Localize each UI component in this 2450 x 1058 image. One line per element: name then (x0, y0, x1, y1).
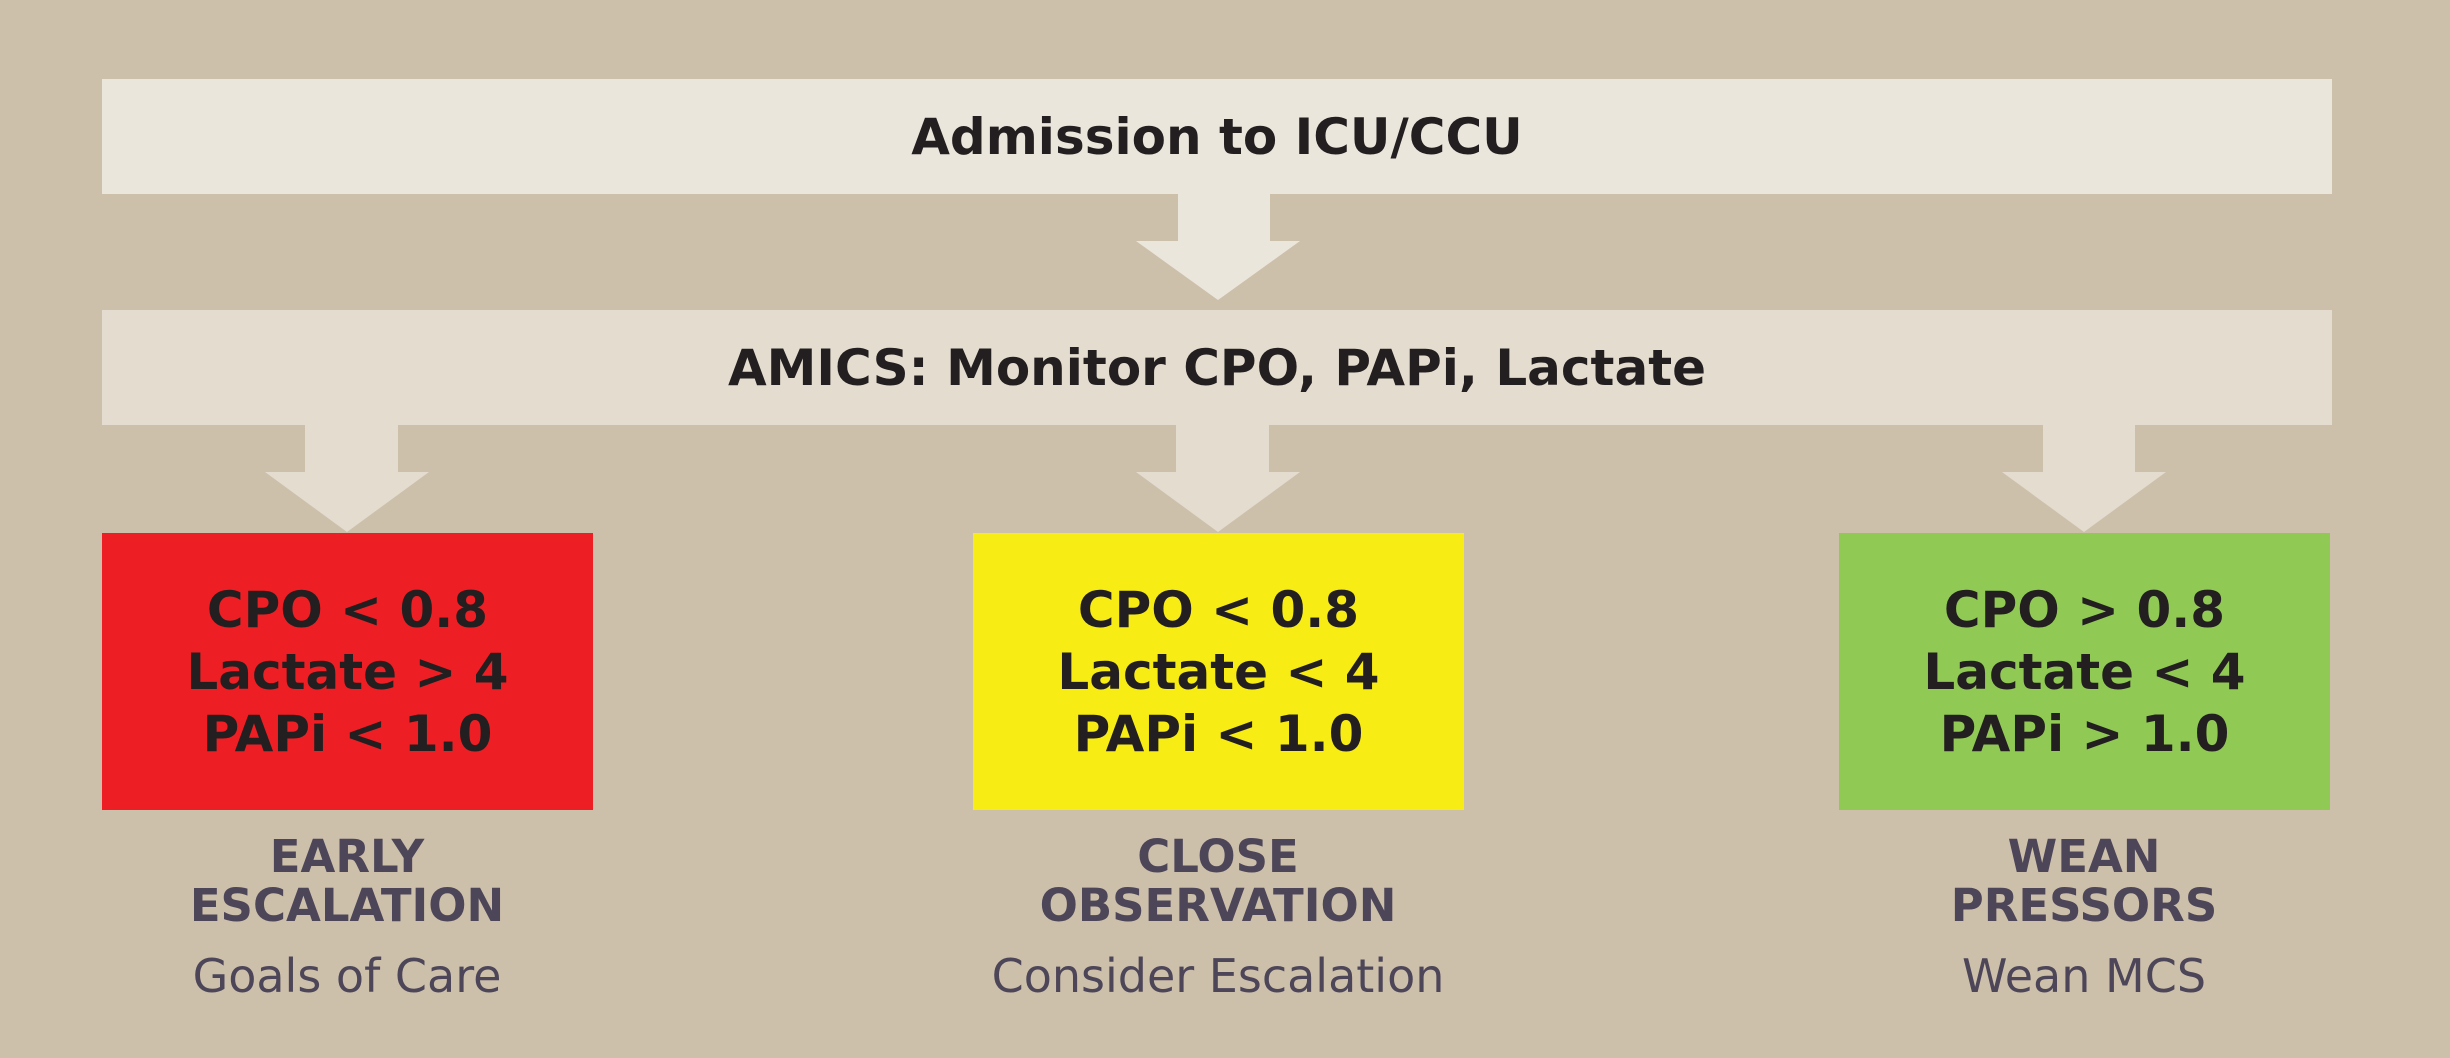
action-heading-line-1: WEAN (2007, 830, 2161, 883)
arrow-admission-to-monitor (1136, 194, 1300, 300)
action-heading-line-1: EARLY (269, 830, 425, 883)
admission-step: Admission to ICU/CCU (102, 79, 2332, 194)
wean-pressors-criteria-box: CPO > 0.8 Lactate < 4 PAPi > 1.0 (1839, 533, 2330, 810)
action-detail: Goals of Care (192, 949, 502, 1003)
arrow-monitor-to-early-escalation (265, 425, 429, 532)
action-detail: Consider Escalation (991, 949, 1445, 1003)
action-heading-line-2: ESCALATION (189, 879, 505, 932)
criterion-papi: PAPi > 1.0 (1939, 704, 2230, 763)
early-escalation-caption: EARLY ESCALATION Goals of Care (47, 832, 647, 1002)
criterion-papi: PAPi < 1.0 (1073, 704, 1364, 763)
action-heading-line-2: PRESSORS (1950, 879, 2218, 932)
criterion-lactate: Lactate < 4 (1923, 642, 2246, 701)
wean-pressors-caption: WEAN PRESSORS Wean MCS (1784, 832, 2384, 1002)
close-observation-criteria-box: CPO < 0.8 Lactate < 4 PAPi < 1.0 (973, 533, 1464, 810)
monitor-label: AMICS: Monitor CPO, PAPi, Lactate (727, 338, 1707, 397)
close-observation-caption: CLOSE OBSERVATION Consider Escalation (918, 832, 1518, 1002)
arrow-monitor-to-close-observation (1136, 425, 1300, 532)
criterion-lactate: Lactate > 4 (186, 642, 509, 701)
criterion-cpo: CPO > 0.8 (1943, 580, 2226, 639)
criterion-papi: PAPi < 1.0 (202, 704, 493, 763)
action-heading-line-1: CLOSE (1137, 830, 1299, 883)
admission-label: Admission to ICU/CCU (911, 107, 1523, 166)
criterion-cpo: CPO < 0.8 (1077, 580, 1360, 639)
monitor-step: AMICS: Monitor CPO, PAPi, Lactate (102, 310, 2332, 425)
criterion-lactate: Lactate < 4 (1057, 642, 1380, 701)
action-heading-line-2: OBSERVATION (1039, 879, 1397, 932)
action-detail: Wean MCS (1961, 949, 2207, 1003)
arrow-monitor-to-wean-pressors (2002, 425, 2166, 532)
early-escalation-criteria-box: CPO < 0.8 Lactate > 4 PAPi < 1.0 (102, 533, 593, 810)
criterion-cpo: CPO < 0.8 (206, 580, 489, 639)
